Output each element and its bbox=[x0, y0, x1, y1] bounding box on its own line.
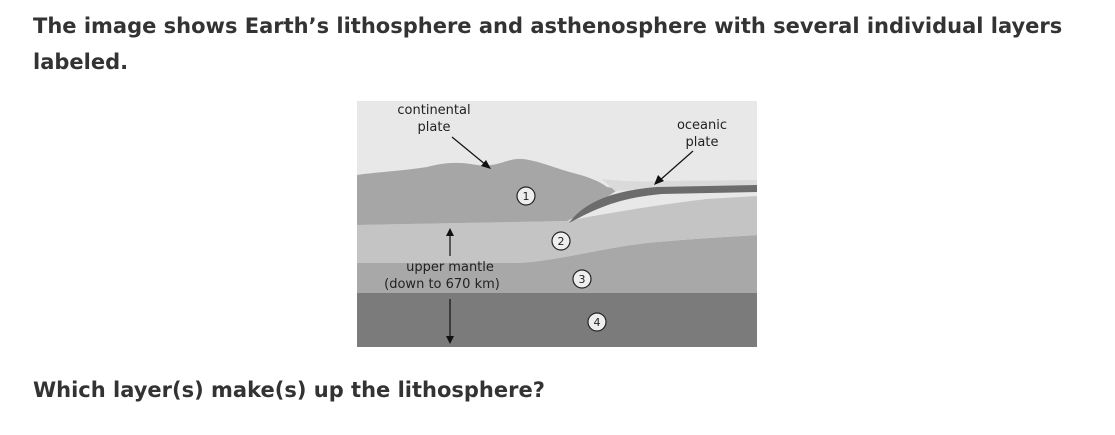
layer-4-marker: 4 bbox=[587, 312, 607, 332]
upper-mantle-label-line1: upper mantle bbox=[406, 260, 494, 275]
upper-mantle-label-line2: (down to 670 km) bbox=[384, 277, 500, 292]
ocean-surface-strip bbox=[602, 179, 757, 191]
upper-mantle-arrow-up bbox=[446, 228, 454, 256]
continental-label-line2: plate bbox=[418, 120, 451, 135]
intro-text: The image shows Earth’s lithosphere and … bbox=[33, 14, 1063, 74]
oceanic-label-line2: plate bbox=[686, 135, 719, 150]
layer-2-marker: 2 bbox=[551, 231, 571, 251]
layer-1-number: 1 bbox=[523, 190, 530, 203]
lithosphere-diagram: 1 2 3 4 continental plate oceanic plate bbox=[357, 101, 757, 347]
layer-4-number: 4 bbox=[594, 316, 601, 329]
diagram-svg: 1 2 3 4 continental plate oceanic plate bbox=[357, 101, 757, 347]
layer-2-region bbox=[357, 196, 757, 263]
oceanic-arrow bbox=[654, 150, 694, 185]
layer-4-region bbox=[357, 293, 757, 347]
continental-crust-region bbox=[357, 158, 619, 225]
continental-label-line1: continental bbox=[397, 103, 470, 118]
oceanic-plate-band bbox=[569, 185, 757, 223]
layer-2-number: 2 bbox=[558, 235, 565, 248]
oceanic-label-line1: oceanic bbox=[677, 118, 727, 133]
upper-mantle-arrow-down bbox=[446, 299, 454, 344]
layer-3-region bbox=[357, 235, 757, 293]
layer-3-number: 3 bbox=[579, 273, 586, 286]
question-text: Which layer(s) make(s) up the lithospher… bbox=[33, 378, 545, 402]
continental-arrow bbox=[451, 136, 491, 169]
layer-3-marker: 3 bbox=[572, 269, 592, 289]
layer-1-marker: 1 bbox=[516, 186, 536, 206]
